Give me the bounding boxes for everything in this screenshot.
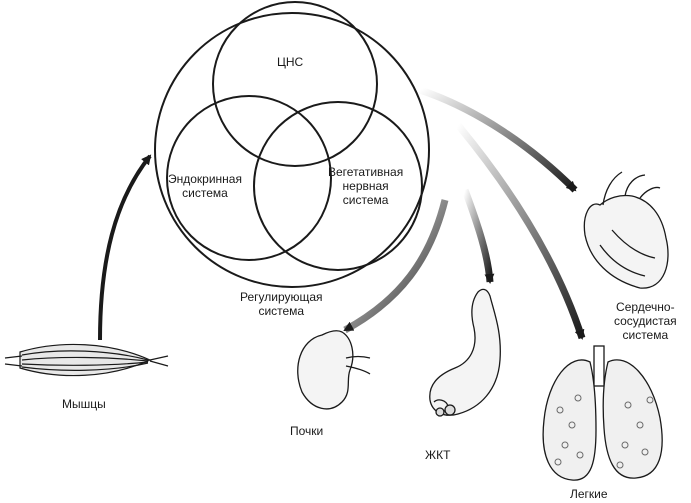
endocrine-label-line2: система [168, 186, 242, 200]
arrow-to-kidneys [345, 200, 445, 330]
heart-icon [584, 172, 668, 288]
git-icon [430, 289, 501, 416]
cardio-label-line3: система [614, 328, 677, 342]
regulating-system-label-line2: система [240, 304, 323, 318]
arrow-to-git [465, 190, 490, 282]
cardio-label-line2: сосудистая [614, 314, 677, 328]
kidneys-label: Почки [290, 424, 323, 438]
lungs-icon [543, 346, 662, 480]
cardio-label-line1: Сердечно- [614, 300, 677, 314]
muscle-icon [5, 344, 168, 375]
regulating-system-label-line1: Регулирующая [240, 290, 323, 304]
cns-label: ЦНС [277, 55, 303, 69]
autonomic-label: Вегетативная нервная система [328, 165, 403, 207]
regulating-system-label: Регулирующая система [240, 290, 323, 318]
muscle-to-system-arrow [100, 156, 150, 340]
autonomic-label-line1: Вегетативная [328, 165, 403, 179]
regulating-system-venn [155, 2, 429, 287]
cardio-label: Сердечно- сосудистая система [614, 300, 677, 342]
muscles-label: Мышцы [62, 397, 106, 411]
autonomic-label-line2: нервная [328, 179, 403, 193]
endocrine-label: Эндокринная система [168, 172, 242, 200]
cns-circle [213, 2, 377, 166]
endocrine-label-line1: Эндокринная [168, 172, 242, 186]
kidney-icon [298, 331, 370, 409]
git-label: ЖКТ [425, 448, 450, 462]
autonomic-label-line3: система [328, 193, 403, 207]
lungs-label: Легкие [570, 487, 608, 501]
